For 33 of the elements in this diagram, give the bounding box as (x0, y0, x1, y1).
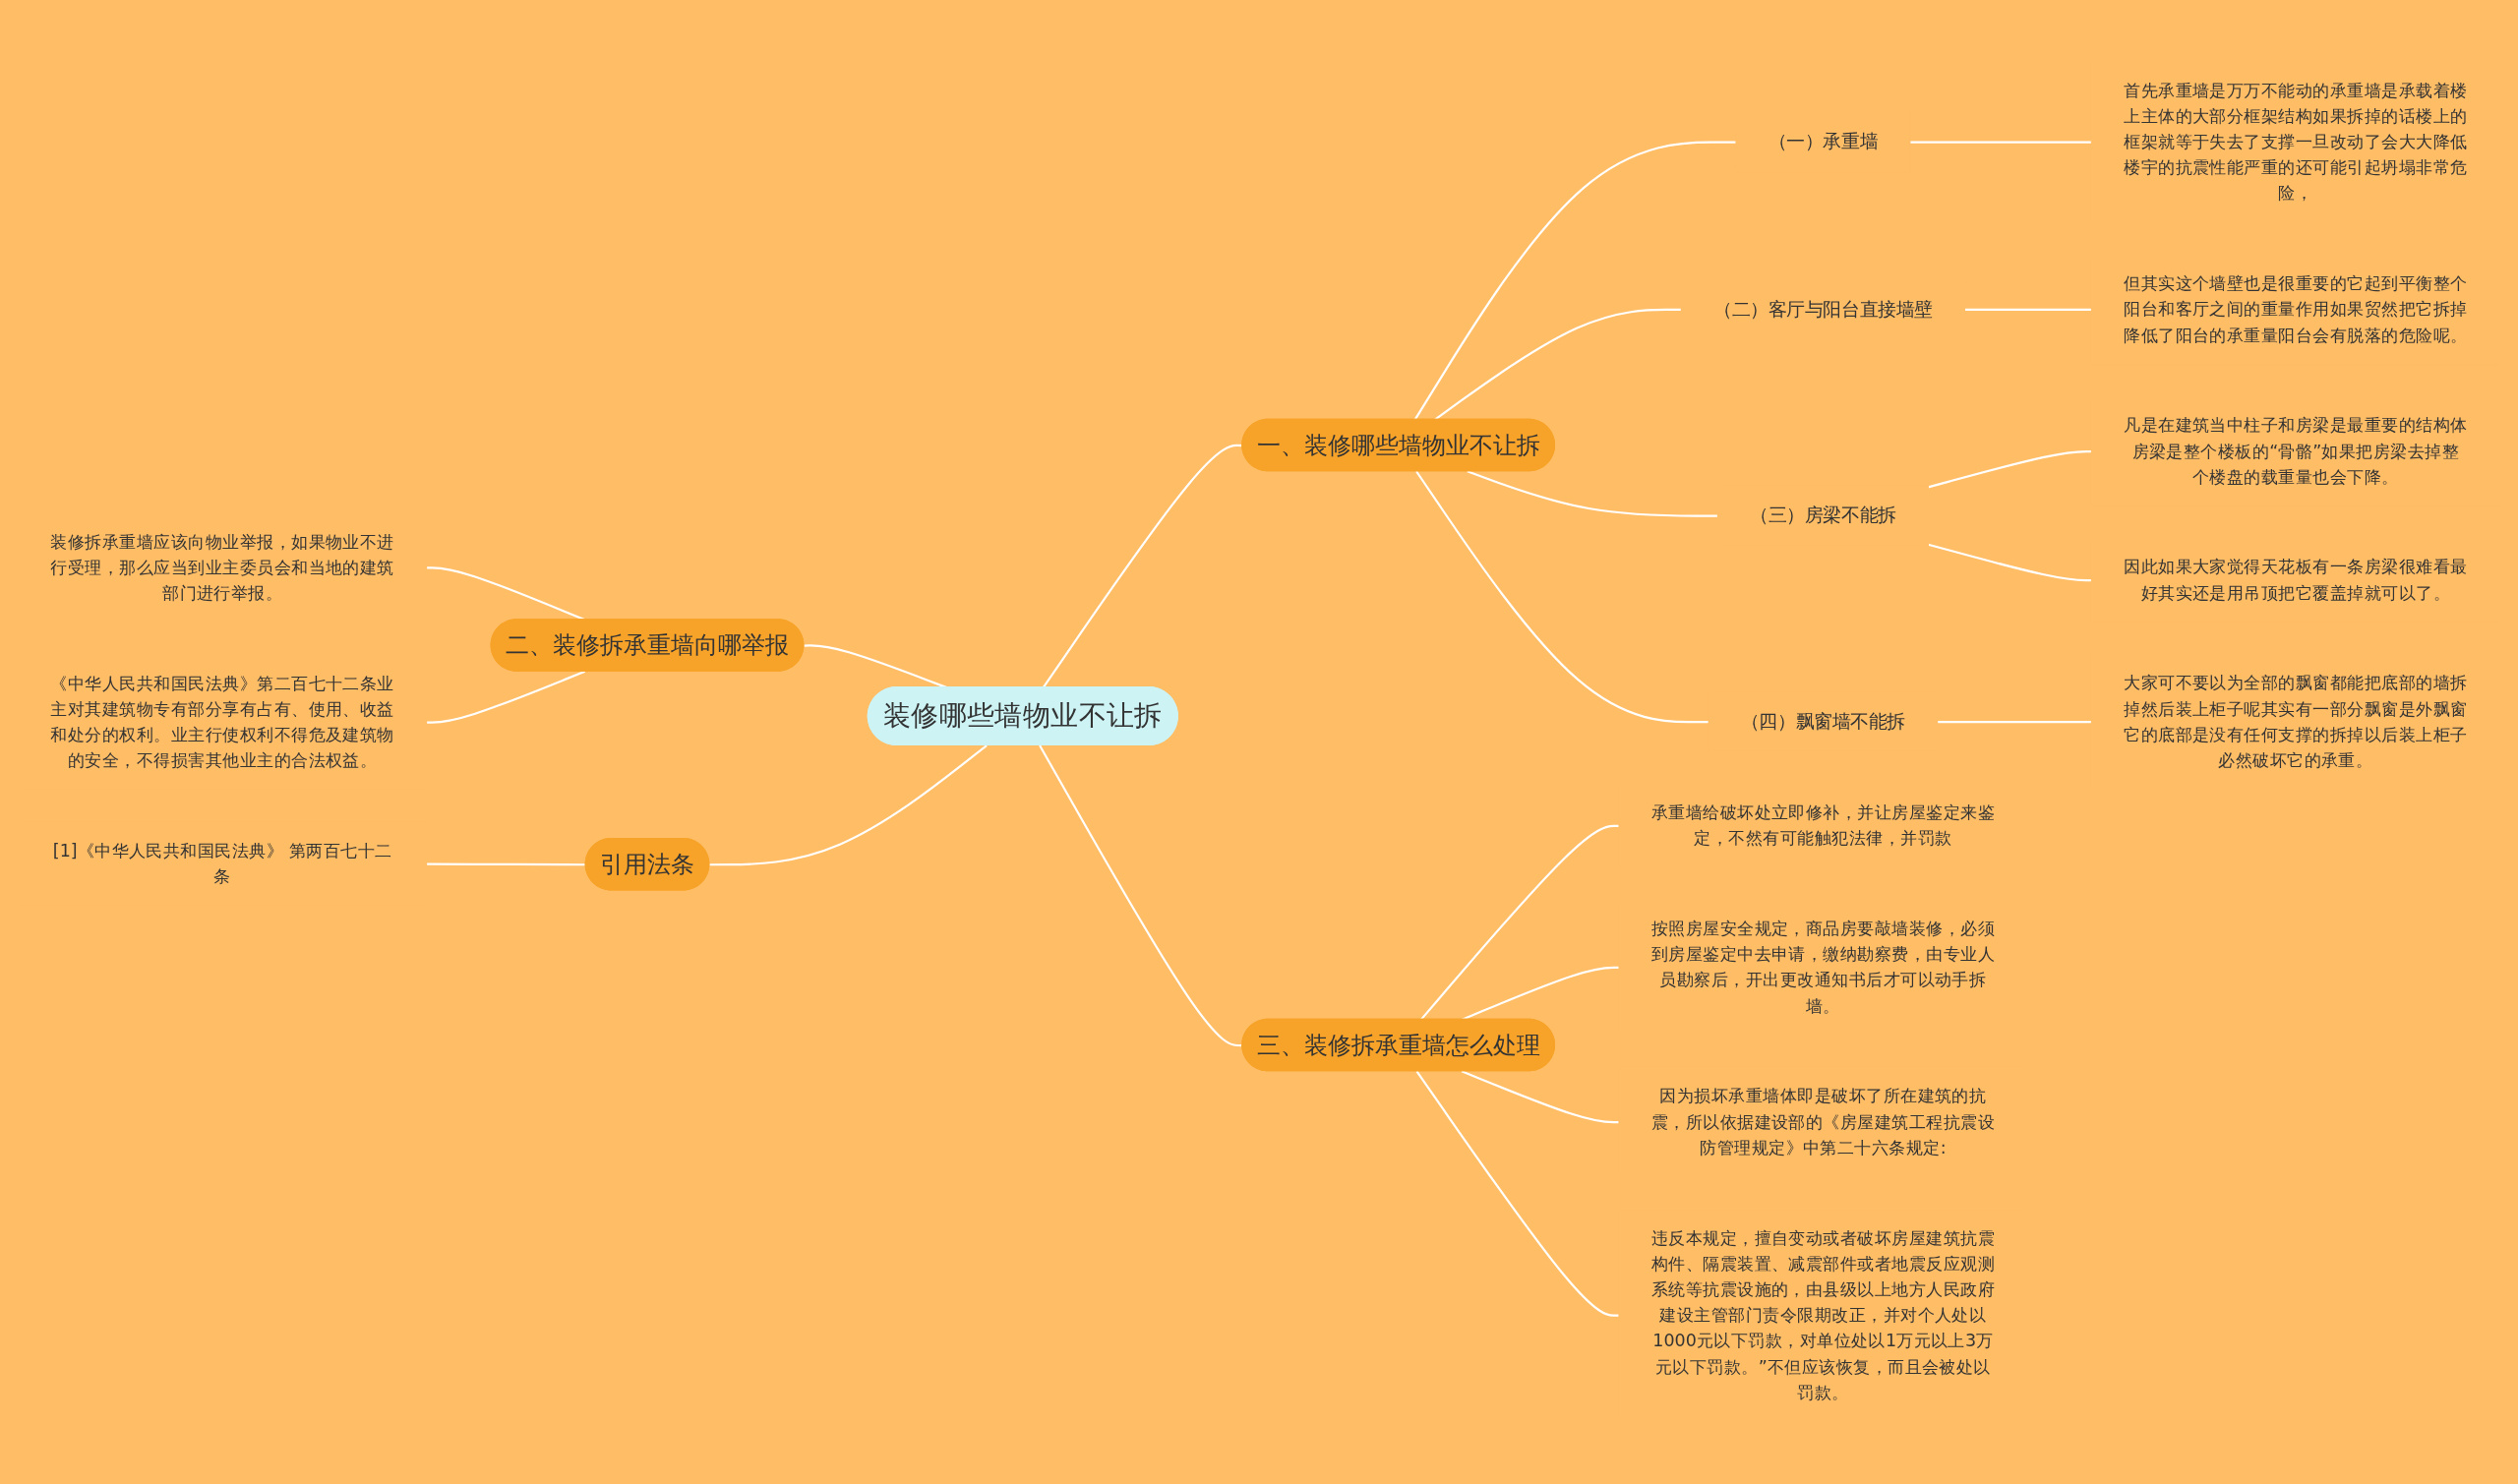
node-text: （一）承重墙 (1768, 131, 1879, 152)
connector (1415, 470, 1709, 724)
node-text: 《中华人民共和国民法典》第二百七十二条业主对其建筑物专有部分享有占有、使用、收益和处分的权利。业主行使权利不得危及建筑物的安全，不得损害其他业主的合法权益。 (50, 673, 394, 771)
node-text: 按照房屋安全规定，商品房要敲墙装修，必须到房屋鉴定中去申请，缴纳勘察费，由专业人员勘察后，开出更改通知书后才可以动手拆墙。 (1650, 918, 1996, 1017)
node-text: 首先承重墙是万万不能动的承重墙是承载着楼上主体的大部分框架结构如果拆掉的话楼上的框架就等于失去了支撑一旦改动了会大大降低楼宇的抗震性能严重的还可能引起坍塌非常危险， (2124, 80, 2468, 205)
connector (1434, 309, 1682, 421)
node-text: [1]《中华人民共和国民法典》 第两百七十二条 (52, 840, 392, 887)
connector (1413, 141, 1736, 421)
connector (426, 670, 586, 724)
connector (1928, 543, 2092, 582)
connector (1964, 309, 2092, 312)
connector (426, 862, 586, 866)
node-text: （四）飘窗墙不能拆 (1740, 710, 1905, 733)
node-text: 因此如果大家觉得天花板有一条房梁很难看最好其实还是用吊顶把它覆盖掉就可以了。 (2124, 557, 2468, 604)
node-text: 大家可不要以为全部的飘窗都能把底部的墙拆掉然后装上柜子呢其实有一部分飘窗是外飘窗它的底部是没有任何支撑的拆掉以后装上柜子必然破坏它的承重。 (2124, 673, 2468, 771)
connector (1415, 1070, 1619, 1317)
connector (709, 744, 988, 866)
node-text: 承重墙给破坏处立即修补，并让房屋鉴定来鉴定，不然有可能触犯法律，并罚款 (1650, 802, 1996, 849)
node-text: （三）房梁不能拆 (1750, 505, 1896, 526)
node-text: 但其实这个墙壁也是很重要的它起到平衡整个阳台和客厅之间的重量作用如果贸然把它拆掉降低了阳台的承重量阳台会有脱落的危险呢。 (2124, 273, 2468, 346)
connector (1937, 721, 2092, 724)
connector (1419, 825, 1619, 1021)
node-text: 凡是在建筑当中柱子和房梁是最重要的结构体房梁是整个楼板的“骨骼”如果把房梁去掉整个楼盘的载重量也会下降。 (2124, 415, 2468, 488)
connector (1909, 141, 2092, 144)
connector (1042, 445, 1243, 688)
connector (1461, 1070, 1619, 1124)
connector (1928, 450, 2092, 489)
node-text: （二）客厅与阳台直接墙壁 (1713, 298, 1933, 321)
node-text: 违反本规定，擅自变动或者破坏房屋建筑抗震构件、隔震装置、减震部件或者地震反应观测系统等抗震设施的，由县级以上地方人民政府建设主管部门责令限期改正，并对个人处以1000元以下罚款，对单位处以1万元以上3万元以下罚款。”不但应该恢复，而且会被处以罚款。 (1650, 1227, 1996, 1403)
node-text: 装修拆承重墙应该向物业举报，如果物业不进行受理，那么应当到业主委员会和当地的建筑部门进行举报。 (50, 531, 394, 604)
node-text: 因为损坏承重墙体即是破坏了所在建筑的抗震，所以依据建设部的《房屋建筑工程抗震设防管理规定》中第二十六条规定: (1650, 1086, 1996, 1158)
connector (1467, 470, 1718, 517)
connector (426, 566, 586, 622)
